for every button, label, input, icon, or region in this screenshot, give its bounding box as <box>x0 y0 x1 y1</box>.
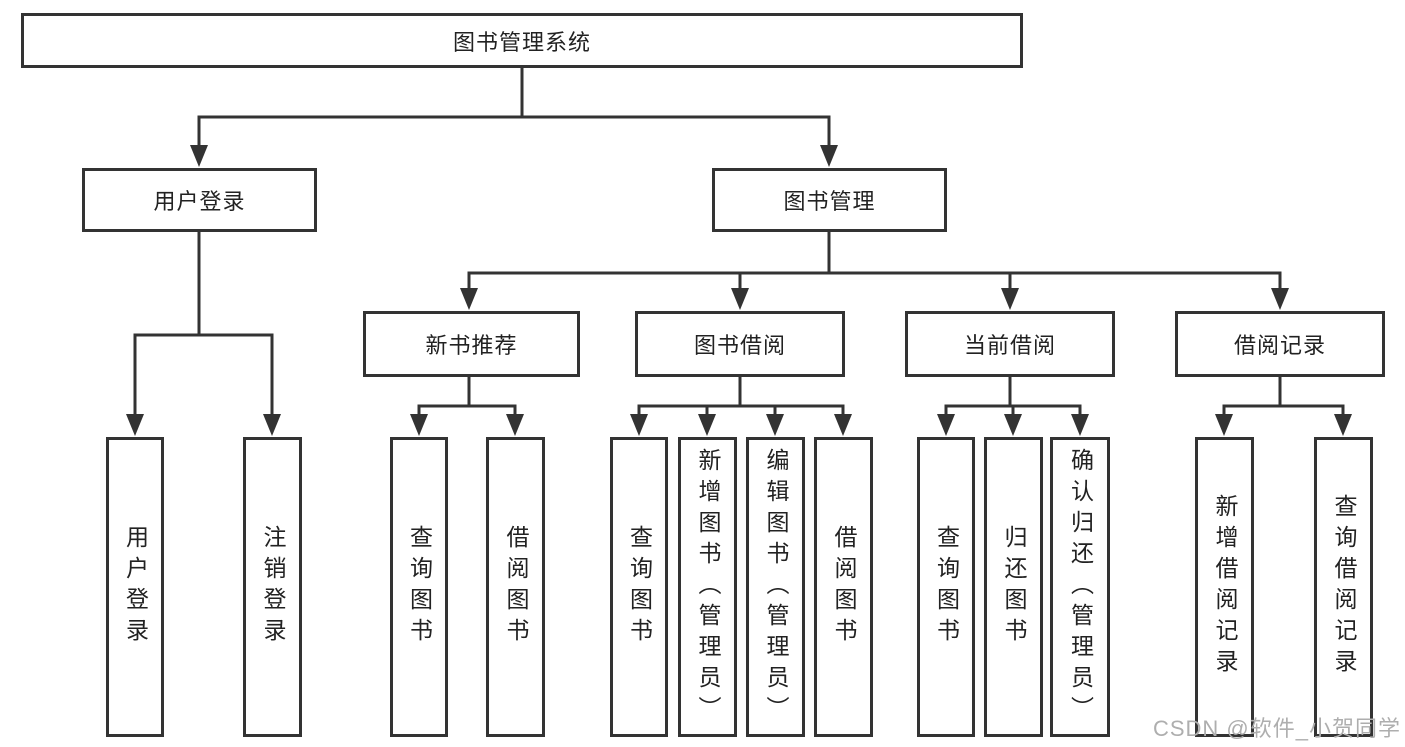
leaf-query-borrow-record: 查询借阅记录 <box>1314 437 1373 737</box>
node-new-book-recommend: 新书推荐 <box>363 311 580 377</box>
leaf-user-login: 用户登录 <box>106 437 164 737</box>
leaf-cur-return-books: 归还图书 <box>984 437 1043 737</box>
node-book-borrowing: 图书借阅 <box>635 311 845 377</box>
leaf-rec-borrow-books: 借阅图书 <box>486 437 545 737</box>
leaf-bor-borrow-books: 借阅图书 <box>814 437 873 737</box>
leaf-bor-add-books-admin: 新增图书（管理员） <box>678 437 737 737</box>
leaf-add-borrow-record: 新增借阅记录 <box>1195 437 1254 737</box>
node-borrowing-records: 借阅记录 <box>1175 311 1385 377</box>
leaf-bor-edit-books-admin: 编辑图书（管理员） <box>746 437 805 737</box>
leaf-cur-confirm-return-admin: 确认归还（管理员） <box>1050 437 1110 737</box>
leaf-cur-query-books: 查询图书 <box>917 437 975 737</box>
csdn-watermark: CSDN @软件_小贺同学 <box>1152 716 1401 741</box>
node-user-login: 用户登录 <box>82 168 317 232</box>
leaf-bor-query-books: 查询图书 <box>610 437 668 737</box>
leaf-logout: 注销登录 <box>243 437 302 737</box>
leaf-rec-query-books: 查询图书 <box>390 437 448 737</box>
node-book-management-system: 图书管理系统 <box>21 13 1023 68</box>
node-book-management: 图书管理 <box>712 168 947 232</box>
node-current-borrowing: 当前借阅 <box>905 311 1115 377</box>
